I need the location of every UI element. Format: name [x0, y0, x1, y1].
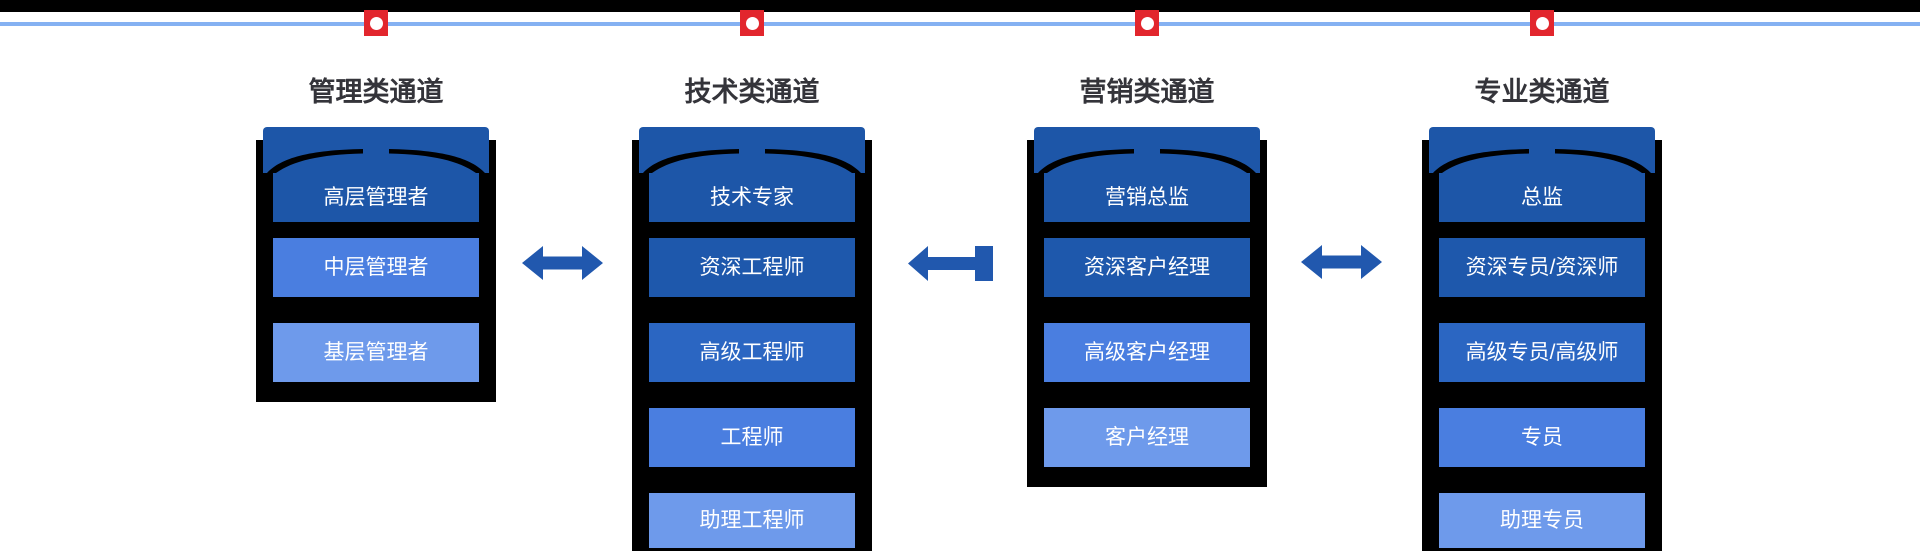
timeline-marker [1135, 10, 1159, 36]
level-label: 资深客户经理 [1084, 256, 1210, 279]
level-label: 高级客户经理 [1084, 341, 1210, 364]
level-box: 营销总监 [1044, 173, 1250, 222]
level-box: 高级工程师 [649, 323, 855, 382]
ladder: 总监资深专员/资深师高级专员/高级师专员助理专员 [1422, 127, 1662, 551]
level-box: 高层管理者 [273, 173, 479, 222]
hat-arrow-icon [1429, 127, 1655, 173]
level-box: 资深客户经理 [1044, 238, 1250, 297]
level-label: 客户经理 [1105, 426, 1189, 449]
arrow-between-channels [1301, 245, 1382, 284]
ladder: 高层管理者中层管理者基层管理者 [256, 127, 496, 402]
arrow-between-channels [522, 246, 603, 285]
level-label: 中层管理者 [323, 256, 429, 279]
ladder-hat [1034, 127, 1260, 173]
hat-arrow-icon [1034, 127, 1260, 173]
level-label: 高层管理者 [323, 186, 429, 209]
marker-dot-icon [745, 16, 759, 30]
level-label: 高级专员/高级师 [1465, 341, 1619, 364]
level-box: 中层管理者 [273, 238, 479, 297]
level-box: 助理工程师 [649, 493, 855, 548]
level-label: 技术专家 [710, 186, 794, 209]
hat-arrow-icon [263, 127, 489, 173]
hat-arrow-icon [639, 127, 865, 173]
level-box: 高级客户经理 [1044, 323, 1250, 382]
channel-title: 营销类通道 [1079, 77, 1215, 107]
ladder-hat [1429, 127, 1655, 173]
ladder-hat [263, 127, 489, 173]
top-black-bar [0, 0, 1920, 12]
ladder: 营销总监资深客户经理高级客户经理客户经理 [1027, 127, 1267, 487]
level-box: 工程师 [649, 408, 855, 467]
channel-title: 技术类通道 [684, 77, 820, 107]
marker-dot-icon [1140, 16, 1154, 30]
level-label: 助理专员 [1500, 509, 1584, 532]
level-label: 工程师 [720, 426, 784, 449]
level-label: 专员 [1521, 426, 1563, 449]
double-arrow-icon [522, 246, 603, 280]
level-box: 技术专家 [649, 173, 855, 222]
level-label: 总监 [1521, 186, 1563, 209]
level-box: 助理专员 [1439, 493, 1645, 548]
timeline-marker [1530, 10, 1554, 36]
level-label: 营销总监 [1105, 186, 1189, 209]
level-box: 总监 [1439, 173, 1645, 222]
level-label: 资深专员/资深师 [1465, 256, 1619, 279]
level-box: 专员 [1439, 408, 1645, 467]
level-label: 资深工程师 [699, 256, 805, 279]
marker-dot-icon [1535, 16, 1549, 30]
ladder-hat [639, 127, 865, 173]
level-label: 助理工程师 [699, 509, 805, 532]
channel-title: 管理类通道 [308, 77, 444, 107]
level-box: 资深工程师 [649, 238, 855, 297]
timeline-marker [364, 10, 388, 36]
level-box: 资深专员/资深师 [1439, 238, 1645, 297]
marker-dot-icon [369, 16, 383, 30]
double-arrow-icon [1301, 245, 1382, 279]
timeline-marker [740, 10, 764, 36]
level-box: 客户经理 [1044, 408, 1250, 467]
channel-title: 专业类通道 [1474, 77, 1610, 107]
ladder: 技术专家资深工程师高级工程师工程师助理工程师 [632, 127, 872, 551]
arrow-between-channels [908, 246, 993, 286]
level-box: 高级专员/高级师 [1439, 323, 1645, 382]
level-label: 高级工程师 [699, 341, 805, 364]
left-bar-arrow-icon [908, 246, 993, 281]
level-box: 基层管理者 [273, 323, 479, 382]
level-label: 基层管理者 [323, 341, 429, 364]
timeline-line [0, 22, 1920, 26]
